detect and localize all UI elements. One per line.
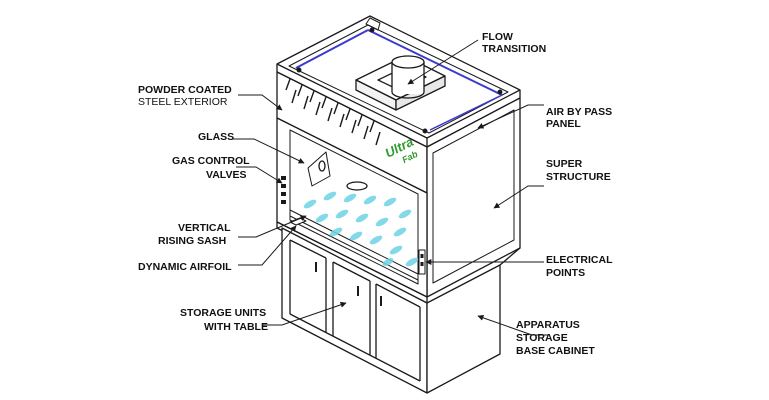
label-line: PANEL xyxy=(546,118,581,130)
label-air-bypass: AIR BY PASS PANEL xyxy=(546,106,612,130)
label-vertical-sash: VERTICAL RISING SASH xyxy=(158,222,231,247)
label-line: VALVES xyxy=(206,169,246,181)
label-line: POWDER COATED xyxy=(138,84,232,96)
label-line: AIR BY PASS xyxy=(546,106,612,118)
label-line: APPARATUS xyxy=(516,319,580,331)
label-apparatus-cabinet: APPARATUS STORAGE BASE CABINET xyxy=(516,319,595,357)
label-line: DYNAMIC AIRFOIL xyxy=(138,261,232,273)
fume-hood-drawing xyxy=(276,15,521,394)
electrical-points-box xyxy=(418,249,426,275)
label-line: STRUCTURE xyxy=(546,171,611,183)
label-powder-coated: POWDER COATED STEEL EXTERIOR xyxy=(138,84,232,108)
label-gas-control: GAS CONTROL VALVES xyxy=(172,155,250,181)
label-line: FLOW xyxy=(482,31,513,43)
label-dynamic-airfoil: DYNAMIC AIRFOIL xyxy=(138,261,232,273)
label-glass: GLASS xyxy=(198,131,234,143)
label-line: GAS CONTROL xyxy=(172,155,250,167)
label-line: RISING SASH xyxy=(158,235,226,247)
label-line: WITH TABLE xyxy=(204,321,268,333)
label-electrical-points: ELECTRICAL POINTS xyxy=(546,254,613,279)
label-line: ELECTRICAL xyxy=(546,254,613,266)
label-line: STEEL EXTERIOR xyxy=(138,96,228,108)
label-flow-transition: FLOW TRANSITION xyxy=(482,31,546,55)
label-super-structure: SUPER STRUCTURE xyxy=(546,158,611,183)
label-line: POINTS xyxy=(546,267,585,279)
upper-fascia xyxy=(276,71,428,194)
label-line: SUPER xyxy=(546,158,583,170)
leader-lines xyxy=(232,39,548,336)
label-line: VERTICAL xyxy=(178,222,231,234)
flow-transition-collar xyxy=(355,55,446,111)
gas-valves xyxy=(281,176,286,204)
glass-pattern xyxy=(303,191,419,267)
label-line: TRANSITION xyxy=(482,43,546,55)
label-storage-units: STORAGE UNITS WITH TABLE xyxy=(180,307,268,333)
label-line: BASE CABINET xyxy=(516,345,595,357)
label-line: STORAGE UNITS xyxy=(180,307,266,319)
label-line: STORAGE xyxy=(516,332,568,344)
apparatus-cabinet xyxy=(426,247,521,394)
label-line: GLASS xyxy=(198,131,234,143)
